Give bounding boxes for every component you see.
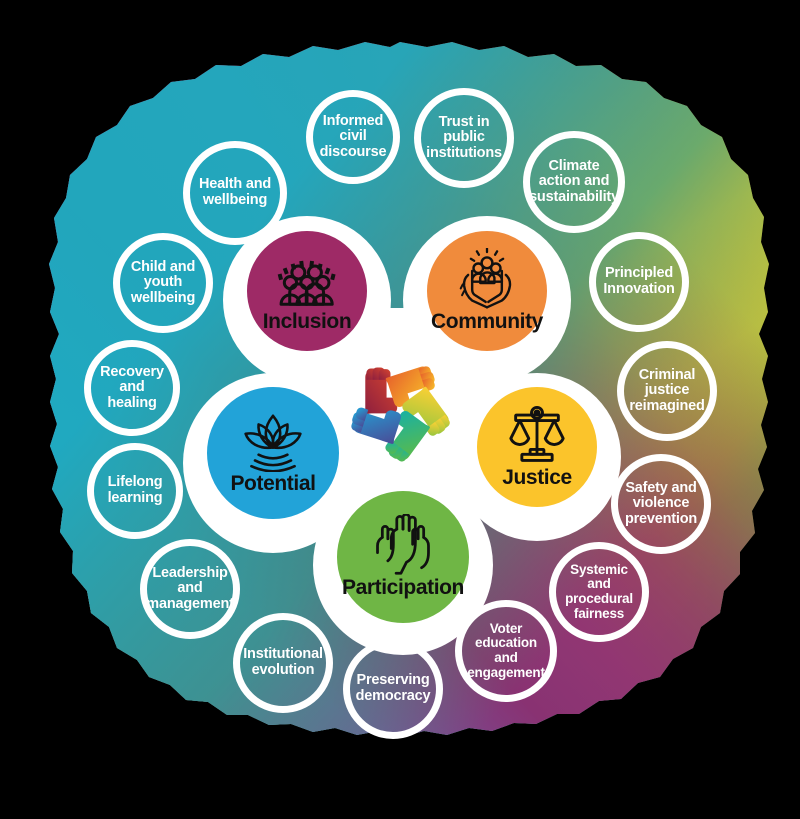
group-of-people-icon <box>271 248 343 310</box>
hub-community[interactable]: Community <box>418 222 556 360</box>
hands-holding-people-icon <box>451 248 523 310</box>
hub-label: Community <box>431 310 543 334</box>
satellite-label: Leadership and management <box>146 564 234 612</box>
satellite-trust-in-public-institutions[interactable]: Trust in public institutions <box>414 88 514 188</box>
satellite-label: Informed civil discourse <box>319 112 387 160</box>
hub-justice[interactable]: Justice <box>468 378 606 516</box>
satellite-health-and-wellbeing[interactable]: Health and wellbeing <box>183 141 287 245</box>
satellite-label: Lifelong learning <box>107 474 163 506</box>
satellite-child-and-youth-wellbeing[interactable]: Child and youth wellbeing <box>113 233 213 333</box>
satellite-lifelong-learning[interactable]: Lifelong learning <box>87 443 183 539</box>
satellite-label: Principled Innovation <box>603 265 675 297</box>
hub-label: Potential <box>230 472 316 496</box>
hub-label: Inclusion <box>262 310 352 334</box>
satellite-leadership-and-management[interactable]: Leadership and management <box>140 539 240 639</box>
satellite-principled-innovation[interactable]: Principled Innovation <box>589 232 689 332</box>
satellite-label: Climate action and sustainability <box>529 157 619 205</box>
satellite-label: Health and wellbeing <box>198 176 272 208</box>
scales-of-justice-icon <box>501 404 573 466</box>
satellite-label: Preserving democracy <box>355 672 431 704</box>
satellite-institutional-evolution[interactable]: Institutional evolution <box>233 613 333 713</box>
lotus-flower-icon <box>237 410 309 473</box>
satellite-recovery-and-healing[interactable]: Recovery and healing <box>84 340 180 436</box>
satellite-label: Criminal justice reimagined <box>629 366 705 414</box>
satellite-label: Systemic and procedural fairness <box>565 561 633 621</box>
satellite-criminal-justice-reimagined[interactable]: Criminal justice reimagined <box>617 341 717 441</box>
hub-participation[interactable]: Participation <box>328 482 478 632</box>
satellite-label: Trust in public institutions <box>426 113 502 161</box>
satellite-climate-action-and-sustainability[interactable]: Climate action and sustainability <box>523 131 625 233</box>
satellite-label: Child and youth wellbeing <box>130 258 196 306</box>
satellite-label: Recovery and healing <box>100 363 164 411</box>
satellite-preserving-democracy[interactable]: Preserving democracy <box>343 639 443 739</box>
satellite-safety-and-violence-prevention[interactable]: Safety and violence prevention <box>611 454 711 554</box>
interlocking-hands-pinwheel-icon <box>344 354 456 466</box>
hub-inclusion[interactable]: Inclusion <box>238 222 376 360</box>
satellite-label: Institutional evolution <box>243 646 323 678</box>
raised-hands-icon <box>367 514 439 576</box>
satellite-label: Voter education and engagement <box>467 620 545 680</box>
satellite-systemic-and-procedural-fairness[interactable]: Systemic and procedural fairness <box>549 542 649 642</box>
satellite-voter-education-and-engagement[interactable]: Voter education and engagement <box>455 600 557 702</box>
satellite-informed-civil-discourse[interactable]: Informed civil discourse <box>306 90 400 184</box>
satellite-label: Safety and violence prevention <box>624 479 698 527</box>
hub-potential[interactable]: Potential <box>198 378 348 528</box>
hub-label: Participation <box>342 576 464 600</box>
hub-label: Justice <box>502 466 572 490</box>
